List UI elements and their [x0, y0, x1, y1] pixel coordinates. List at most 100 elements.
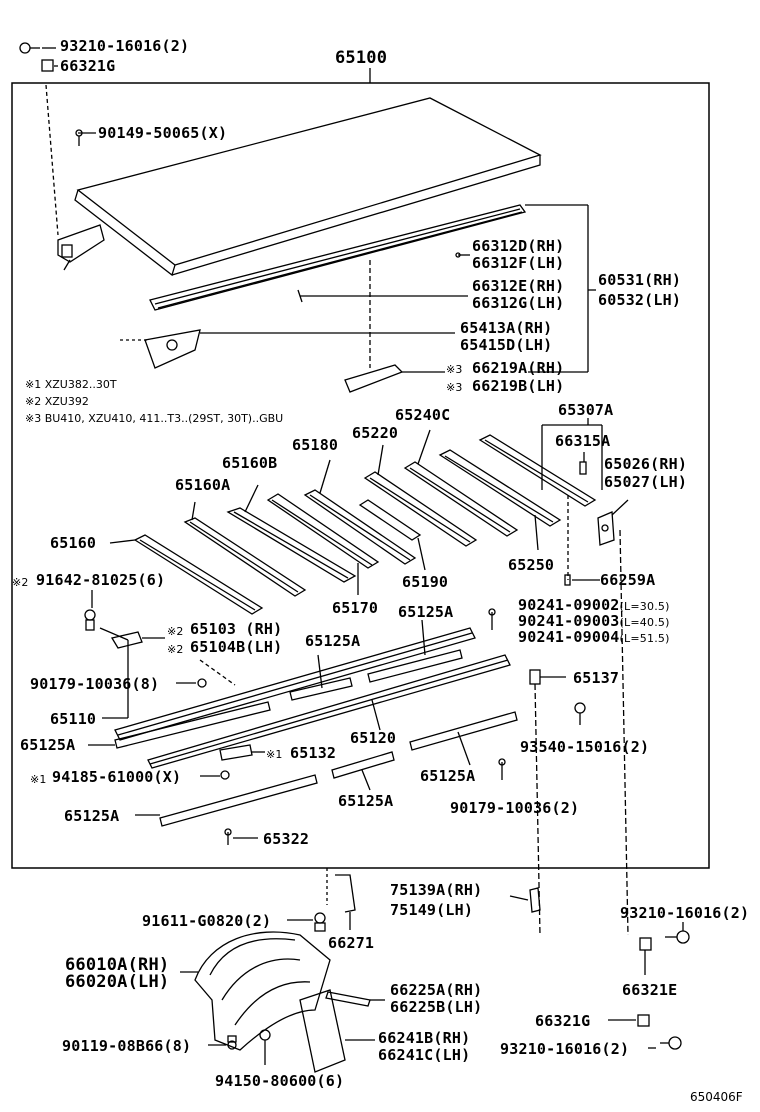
spacer-65125A-a: [114, 701, 271, 749]
spacer-65125A-e: [331, 751, 395, 779]
mark-3-b: ※3: [446, 381, 463, 394]
label-66312G: 66312G(LH): [472, 294, 565, 312]
bolt-91611: [314, 912, 326, 932]
figure-id: 650406F: [690, 1090, 743, 1104]
label-65125A-c: 65125A: [20, 736, 76, 754]
label-65120: 65120: [350, 729, 397, 747]
cross-member-65190: [358, 499, 422, 541]
spacer-65125A-f: [159, 774, 318, 827]
note-1: ※1 XZU382..30T: [25, 378, 117, 391]
sill-65120: [147, 654, 511, 769]
assembly-frame: [11, 82, 710, 869]
nut-94150: [259, 1029, 271, 1041]
length-90241-a: L=30.5: [624, 600, 666, 613]
bolt-93210-bottom: [660, 1036, 682, 1050]
label-66241B: 66241B(RH): [378, 1029, 471, 1047]
mark-2-a: ※2: [12, 576, 29, 589]
label-90119: 90119-08B66(8): [62, 1037, 192, 1055]
cross-member-65307A: [478, 434, 597, 507]
label-66020A: 66020A(LH): [65, 972, 170, 992]
pin-66259A: [564, 574, 571, 586]
label-65160A: 65160A: [175, 476, 231, 494]
label-65220: 65220: [352, 424, 399, 442]
cross-member-65250: [438, 449, 562, 527]
label-66312E: 66312E(RH): [472, 277, 565, 295]
length-90241-c: L=51.5: [624, 632, 666, 645]
cross-member-65180: [303, 489, 417, 565]
label-66321E: 66321E: [622, 981, 678, 999]
label-65160: 65160: [50, 534, 97, 552]
label-93540: 93540-15016(2): [520, 738, 650, 756]
label-66225A: 66225A(RH): [390, 981, 483, 999]
label-65322: 65322: [263, 830, 310, 848]
screw-90179-b: [498, 758, 506, 780]
label-66312D: 66312D(RH): [472, 237, 565, 255]
bolt-93210-right: [665, 930, 690, 944]
bolt-91642: [84, 609, 96, 631]
label-65125A-a: 65125A: [398, 603, 454, 621]
mark-3-a: ※3: [446, 363, 463, 376]
label-94150: 94150-80600(6): [215, 1072, 345, 1090]
label-65125A-d: 65125A: [420, 767, 476, 785]
label-65027: 65027(LH): [604, 473, 688, 491]
label-90149: 90149-50065(X): [98, 124, 228, 142]
label-66219A: 66219A(RH): [472, 359, 565, 377]
label-66321G-bottom: 66321G: [535, 1012, 591, 1030]
deck-panel-shape: [74, 97, 542, 277]
label-90179-a: 90179-10036(8): [30, 675, 160, 693]
label-60531: 60531(RH): [598, 271, 682, 289]
label-66259A: 66259A: [600, 571, 656, 589]
mudflap-66241B: [299, 989, 346, 1073]
label-65160B: 65160B: [222, 454, 278, 472]
bracket-65132: [219, 744, 253, 761]
label-93210-top: 93210-16016(2): [60, 37, 190, 55]
cross-member-65170: [266, 493, 380, 569]
cross-member-65160B: [226, 507, 357, 583]
screw-90241: [488, 608, 496, 630]
label-65104B: 65104B(LH): [190, 638, 283, 656]
label-65125A-e: 65125A: [338, 792, 394, 810]
spacer-65125A-c: [367, 649, 463, 683]
hinge-bracket: [57, 224, 105, 271]
label-65026: 65026(RH): [604, 455, 688, 473]
nut-66321G-bottom: [637, 1014, 650, 1027]
bracket-75139A: [529, 887, 541, 913]
label-75149: 75149(LH): [390, 901, 474, 919]
spacer-65125A-d: [409, 711, 518, 751]
part-90241-b: 90241-09003: [518, 612, 620, 630]
spacer-65125A-b: [289, 677, 353, 701]
screw-icon: [75, 129, 83, 146]
label-90241-c: 90241-09004(L=51.5): [518, 628, 670, 646]
label-93210-right: 93210-16016(2): [620, 904, 750, 922]
clip-66315A: [579, 461, 587, 475]
label-65125A-f: 65125A: [64, 807, 120, 825]
label-66271: 66271: [328, 934, 375, 952]
part-90241-a: 90241-09002: [518, 596, 620, 614]
clip-icon: [297, 289, 303, 303]
bolt-90119: [227, 1035, 237, 1050]
label-91611: 91611-G0820(2): [142, 912, 272, 930]
label-65137: 65137: [573, 669, 620, 687]
label-90241-b: 90241-09003(L=40.5): [518, 612, 670, 630]
cross-member-65160: [133, 534, 264, 615]
label-66315A: 66315A: [555, 432, 611, 450]
label-75139A: 75139A(RH): [390, 881, 483, 899]
cross-member-65240C: [403, 461, 519, 537]
label-65250: 65250: [508, 556, 555, 574]
label-65240C: 65240C: [395, 406, 451, 424]
label-60532: 60532(LH): [598, 291, 682, 309]
label-65125A-b: 65125A: [305, 632, 361, 650]
hinge-plate: [144, 329, 201, 369]
corner-bracket: [344, 364, 404, 393]
note-2: ※2 XZU392: [25, 395, 89, 408]
cross-member-65160A: [183, 517, 307, 597]
label-66219B: 66219B(LH): [472, 377, 565, 395]
bolt-94185: [220, 770, 230, 780]
label-65190: 65190: [402, 573, 449, 591]
sill-65110: [114, 627, 476, 741]
label-93210-bottom: 93210-16016(2): [500, 1040, 630, 1058]
bracket-65137: [529, 669, 541, 685]
label-66321G-top: 66321G: [60, 57, 116, 75]
screw-65322: [224, 828, 232, 845]
